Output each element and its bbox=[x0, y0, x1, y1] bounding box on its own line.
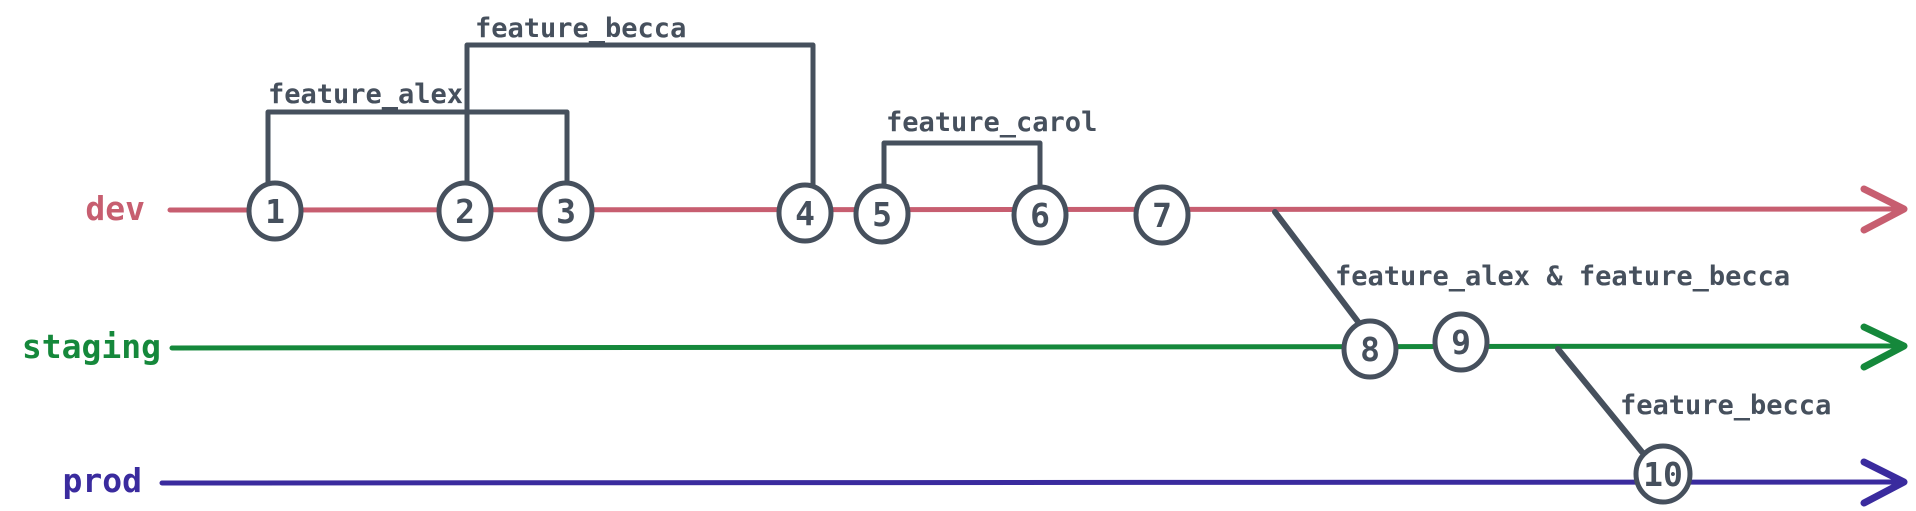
staging-branch-line bbox=[169, 343, 1897, 351]
prod-branch-line bbox=[159, 479, 1897, 486]
commit-number: 8 bbox=[1360, 330, 1380, 369]
feature-carol-label: feature_carol bbox=[886, 107, 1097, 138]
commit-node-6: 6 bbox=[1011, 184, 1069, 246]
feature-alex-label: feature_alex bbox=[268, 79, 463, 110]
commit-number: 7 bbox=[1152, 196, 1172, 235]
commit-number: 4 bbox=[795, 194, 815, 233]
commit-node-8: 8 bbox=[1341, 318, 1399, 380]
commit-circle bbox=[1341, 318, 1399, 380]
commit-number: 5 bbox=[872, 195, 892, 234]
staging-branch-arrowhead-icon bbox=[1860, 323, 1908, 371]
commit-circle bbox=[436, 180, 494, 242]
commit-node-2: 2 bbox=[436, 180, 494, 242]
commit-number: 3 bbox=[556, 192, 576, 231]
commit-node-4: 4 bbox=[776, 182, 834, 244]
commit-circle bbox=[853, 183, 911, 245]
commit-node-3: 3 bbox=[537, 180, 595, 242]
commit-circle bbox=[1133, 184, 1191, 246]
commit-circle bbox=[246, 180, 304, 242]
commit-node-9: 9 bbox=[1432, 311, 1490, 373]
merge-staging-to-prod-line bbox=[1555, 346, 1645, 455]
feature-becca-label: feature_becca bbox=[475, 13, 686, 44]
commit-circle bbox=[1011, 184, 1069, 246]
commit-circle bbox=[537, 180, 595, 242]
commit-number: 10 bbox=[1643, 455, 1683, 494]
dev-branch-label: dev bbox=[85, 189, 145, 228]
dev-branch-arrowhead-icon bbox=[1860, 185, 1908, 234]
commit-circle bbox=[1633, 443, 1693, 505]
commit-node-7: 7 bbox=[1133, 184, 1191, 246]
commit-number: 1 bbox=[265, 192, 285, 231]
commit-node-10: 10 bbox=[1633, 443, 1693, 505]
commit-number: 9 bbox=[1451, 323, 1471, 362]
commit-circle bbox=[776, 182, 834, 244]
prod-branch-label: prod bbox=[63, 461, 142, 500]
commit-node-1: 1 bbox=[246, 180, 304, 242]
staging-branch-label: staging bbox=[22, 327, 161, 366]
feature-becca-bracket bbox=[464, 42, 816, 191]
merge-dev-to-staging-label: feature_alex & feature_becca bbox=[1335, 261, 1790, 292]
commit-node-5: 5 bbox=[853, 183, 911, 245]
feature-alex-bracket bbox=[265, 109, 570, 193]
merge-staging-to-prod-label: feature_becca bbox=[1620, 390, 1831, 421]
commit-number: 6 bbox=[1030, 196, 1050, 235]
feature-carol-bracket bbox=[881, 140, 1043, 195]
commit-circle bbox=[1432, 311, 1490, 373]
commit-number: 2 bbox=[455, 192, 475, 231]
prod-branch-arrowhead-icon bbox=[1860, 458, 1908, 507]
merge-dev-to-staging-line bbox=[1272, 209, 1365, 330]
